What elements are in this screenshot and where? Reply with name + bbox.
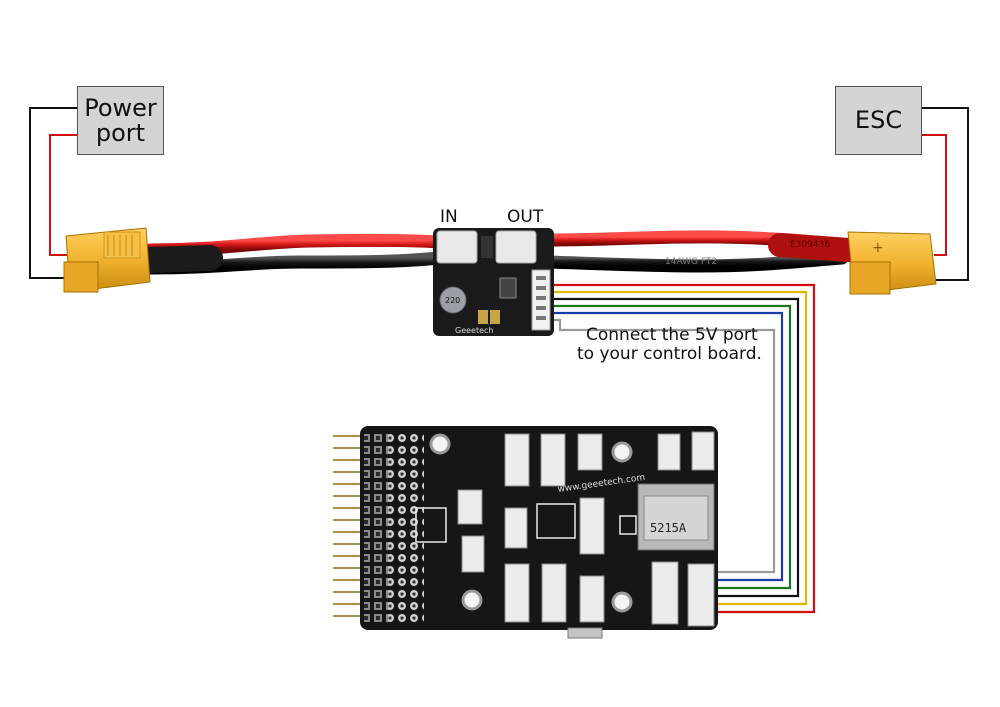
power-port-line1: Power (84, 93, 157, 122)
plus-mark: + (872, 240, 884, 256)
left-heatshrink (135, 245, 223, 273)
cable-wire-black (548, 297, 800, 598)
out-label: OUT (507, 207, 544, 227)
header-pins (333, 435, 362, 617)
usb-port (567, 627, 603, 639)
power-cables (135, 230, 860, 275)
cable-code-text: E309436 (790, 240, 830, 250)
right-black-cable (541, 251, 849, 273)
module-brand-text: Geeetech (455, 326, 494, 335)
power-port-label: Power port (77, 86, 164, 155)
cable-print-text: 14AWG FT2 (665, 257, 717, 267)
control-board: 5215A www.geeetech.com (333, 426, 718, 639)
esc-text: ESC (854, 106, 903, 134)
power-port-line2: port (95, 118, 146, 147)
chip-label: 5215A (650, 521, 687, 535)
power-port-black-wire (29, 107, 80, 279)
cable-wire-yellow (548, 290, 808, 606)
cable-wire-blue (548, 311, 784, 582)
power-module: 220 Geeetech (433, 228, 554, 336)
left-xt60-connector (63, 227, 151, 293)
right-xt60-connector: + (847, 231, 937, 295)
sd-card-slot: 5215A (637, 483, 715, 551)
esc-black-wire (920, 107, 969, 281)
cable-wire-gray (548, 318, 776, 574)
signal-cable (548, 283, 816, 614)
esc-label: ESC (835, 86, 922, 155)
power-port-red-wire (49, 134, 80, 256)
note-line1: Connect the 5V port (586, 325, 758, 345)
right-heatshrink (768, 233, 860, 262)
jst-sockets (457, 431, 715, 627)
esc-red-wire (920, 134, 947, 256)
cable-wire-green (548, 304, 792, 590)
capacitor-label: 220 (445, 296, 460, 305)
cable-wire-red (548, 283, 816, 614)
schematic-wires (29, 107, 969, 281)
in-label: IN (440, 207, 458, 227)
note-line2: to your control board. (577, 344, 762, 364)
